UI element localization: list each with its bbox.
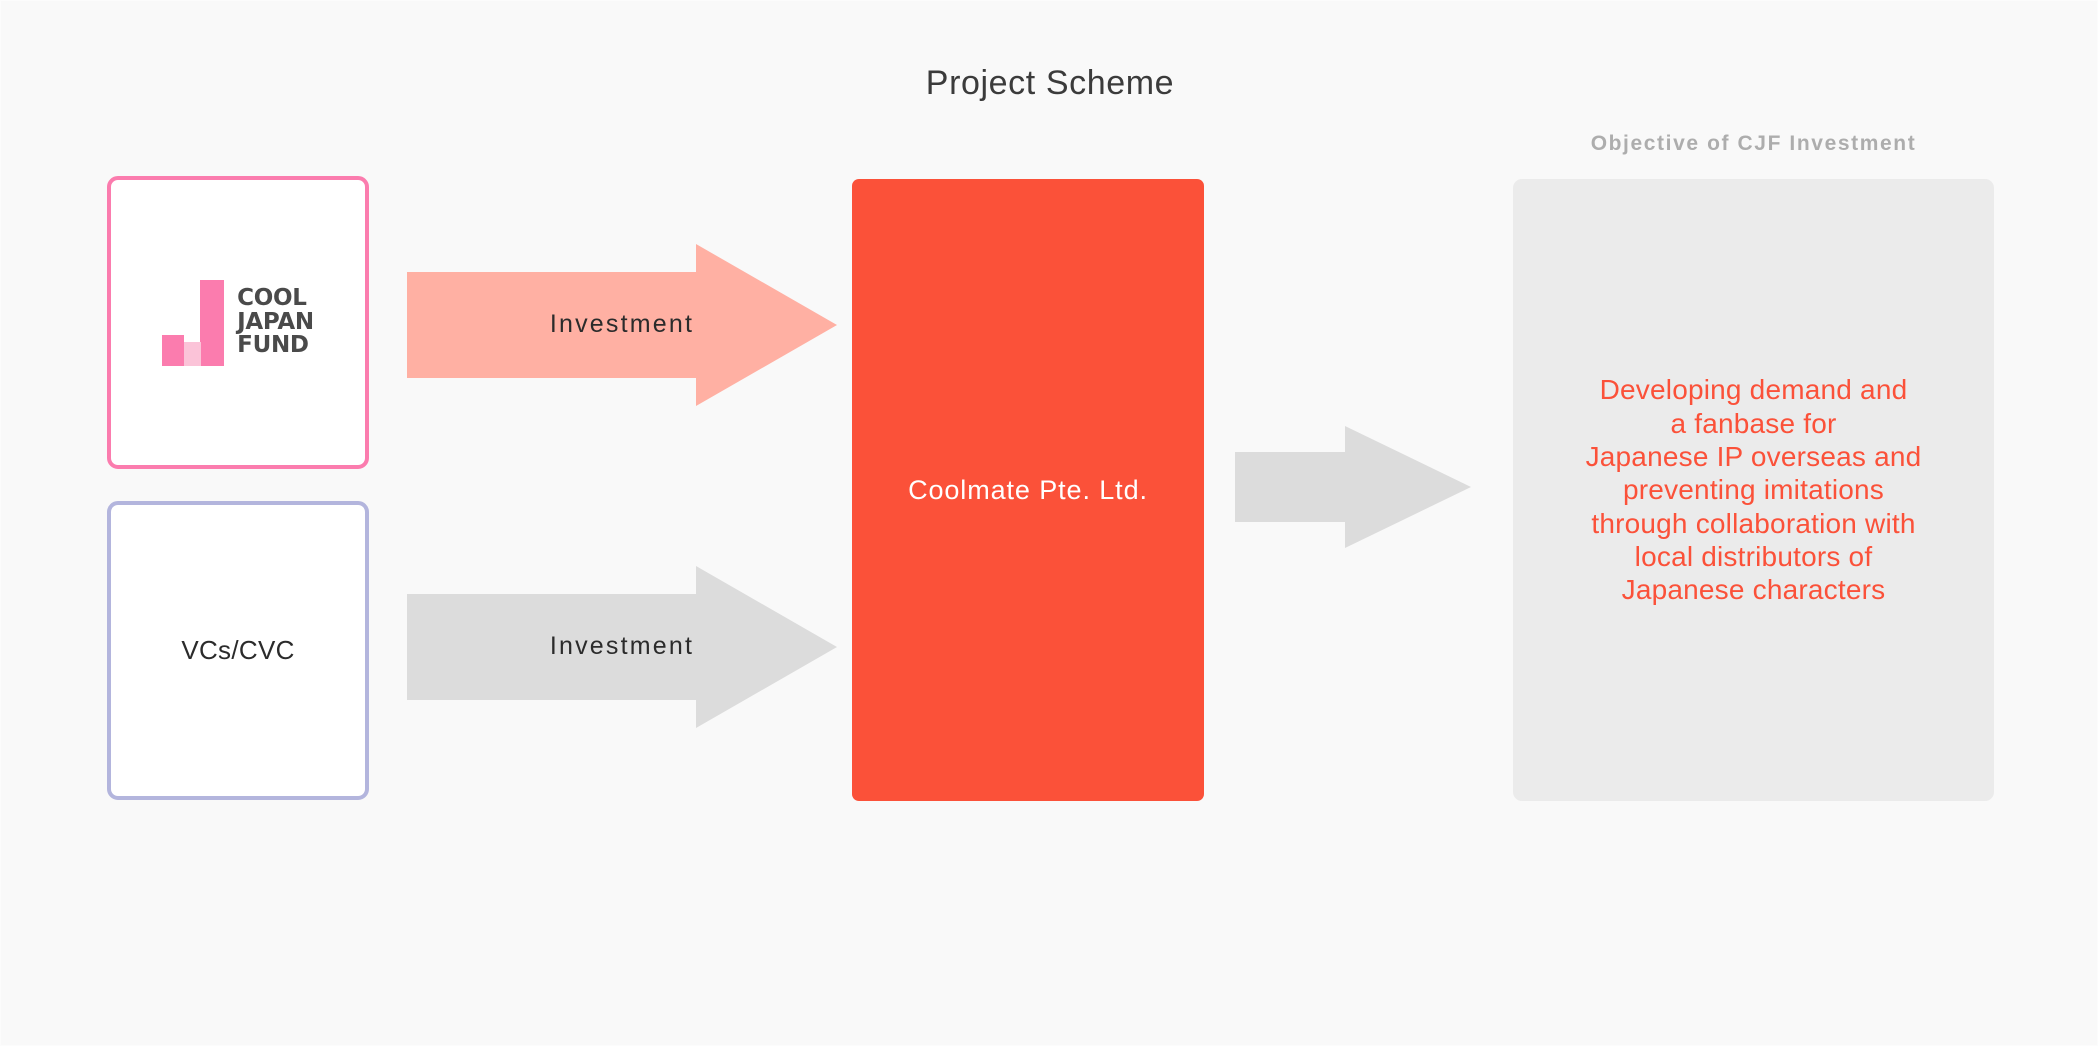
objective-line-1: Developing demand and [1599,374,1908,406]
cjf-wordmark-line-1: COOL [237,285,307,312]
source-box-vcs-cvc-label: VCs/CVC [181,635,295,665]
cjf-j-mark-icon [162,279,225,366]
objective-line-7: Japanese characters [1621,574,1886,606]
arrow-vc-investment: Investment [407,566,837,728]
objective-caption: Objective of CJF Investment [1590,132,1917,155]
company-box-coolmate: Coolmate Pte. Ltd. [852,179,1204,801]
source-box-cool-japan-fund: COOL JAPAN FUND [107,176,369,469]
objective-line-6: local distributors of [1634,540,1873,572]
objective-panel: Developing demand and a fanbase for Japa… [1513,179,1994,801]
cjf-wordmark-line-3: FUND [237,332,309,359]
objective-line-3: Japanese IP overseas and [1585,441,1922,473]
objective-line-4: preventing imitations [1623,474,1884,506]
objective-text: Developing demand and a fanbase for Japa… [1513,373,1994,606]
page-title: Project Scheme [925,64,1175,102]
objective-line-2: a fanbase for [1670,407,1837,439]
arrow-cjf-investment: Investment [407,244,837,406]
cjf-wordmark: COOL JAPAN FUND [237,285,314,359]
cool-japan-fund-logo: COOL JAPAN FUND [162,279,314,366]
arrow-to-objective [1235,426,1471,548]
source-box-vcs-cvc: VCs/CVC [107,501,369,800]
cjf-wordmark-line-2: JAPAN [237,308,314,335]
objective-line-5: through collaboration with [1591,507,1916,539]
company-name-label: Coolmate Pte. Ltd. [908,474,1148,505]
